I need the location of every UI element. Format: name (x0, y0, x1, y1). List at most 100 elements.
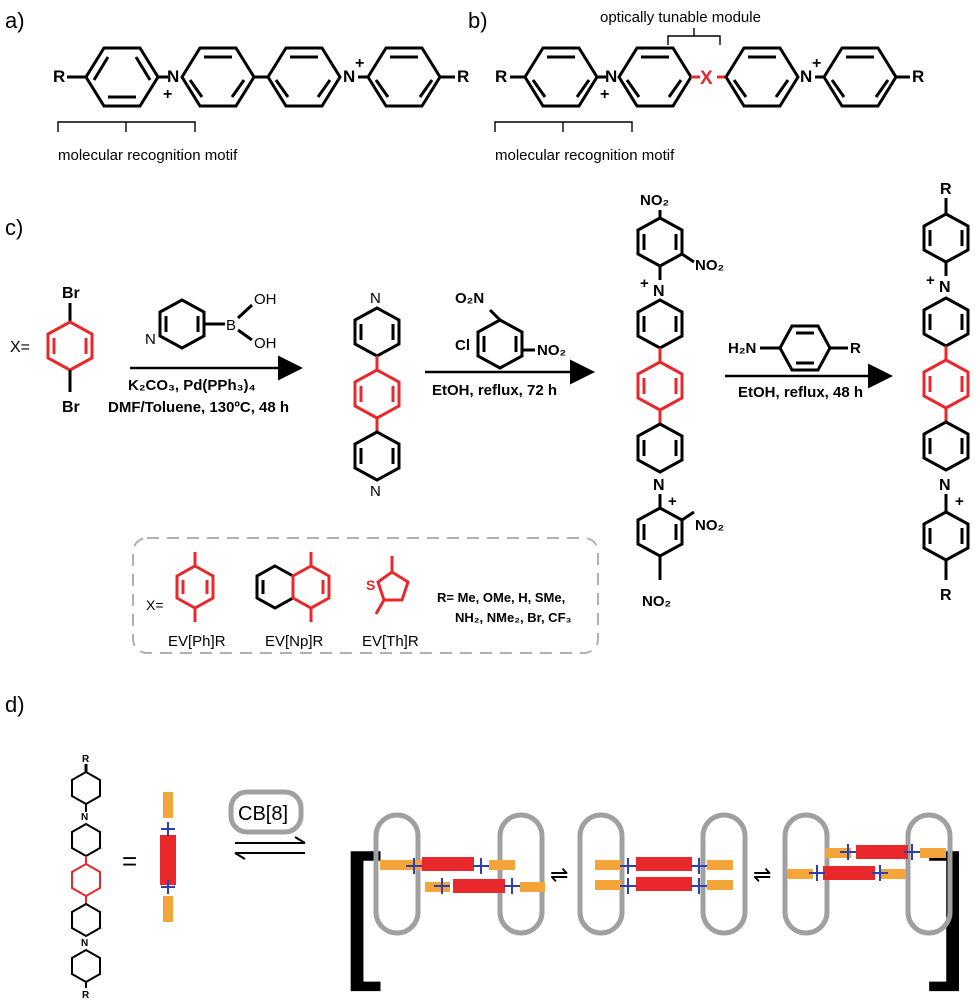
mini-phenyl (71, 948, 101, 984)
eq-arrow-2: ⇌ (753, 862, 771, 887)
cb8-label: CB[8] (238, 803, 288, 825)
mini-n-bottom: N (81, 938, 88, 949)
n-right: N (343, 67, 355, 86)
panel-b: b) optically tunable module R N + X N + … (468, 8, 924, 164)
pyridinium-ring (636, 422, 684, 474)
motif-bracket (57, 121, 196, 132)
name-th: EV[Th]R (362, 633, 419, 650)
plus-top: + (640, 275, 649, 292)
panel-a: a) R N + N + R molecular recognition mot… (5, 8, 469, 164)
product-r-bottom: R (940, 587, 952, 604)
r-right: R (912, 67, 924, 86)
plus-bottom: + (668, 493, 677, 510)
r-left: R (495, 67, 507, 86)
mini-n-top: N (81, 812, 88, 823)
tunable-bracket (667, 28, 721, 45)
linker-options-box (132, 537, 599, 654)
cb8-cavity (700, 812, 748, 936)
br-top: Br (62, 285, 80, 302)
cb8-cavity (905, 812, 953, 936)
complex-1 (373, 812, 545, 936)
box-x-equals: X= (146, 597, 164, 613)
panel-b-label: b) (468, 8, 488, 33)
motif-caption: molecular recognition motif (58, 147, 238, 164)
cb8-cavity (577, 812, 625, 936)
plus-charge (161, 822, 175, 836)
no2-bottom: NO₂ (642, 593, 671, 610)
plus-left: + (600, 86, 609, 103)
product-plus-bottom: + (955, 493, 964, 510)
reagent-n: N (145, 331, 156, 348)
orange-end (163, 896, 173, 922)
oh-2: OH (254, 335, 277, 352)
mini-r-top: R (82, 754, 90, 765)
plus-charge (161, 880, 175, 894)
r-options-1: R= Me, OMe, H, SMe, (437, 590, 565, 605)
br-bottom: Br (62, 399, 80, 416)
panel-c-label: c) (5, 215, 23, 240)
mini-pyridinium (71, 822, 101, 858)
product-r-top: R (940, 181, 952, 198)
aniline-r: R (850, 340, 861, 357)
r-left: R (53, 67, 65, 86)
cl: Cl (455, 337, 470, 354)
cb8-cavity (497, 812, 545, 936)
pyridine-ring (353, 430, 401, 482)
product-n-bottom: N (939, 477, 951, 494)
r-options-2: NH₂, NMe₂, Br, CF₃ (455, 610, 572, 625)
tunable-caption: optically tunable module (600, 9, 761, 26)
plus-left: + (163, 86, 172, 103)
step3-conditions: EtOH, reflux, 48 h (738, 384, 863, 401)
x-equals: X= (10, 339, 30, 356)
pyridine-ring (158, 298, 206, 350)
sulfur: S (366, 577, 375, 593)
step2-conditions: EtOH, reflux, 72 h (432, 382, 557, 399)
name-np: EV[Np]R (265, 633, 324, 650)
orange-end (163, 792, 173, 818)
no2-top-2: NO₂ (695, 257, 724, 274)
o2n: O₂N (455, 290, 484, 307)
motif-bracket (494, 121, 633, 132)
no2-bottom-2: NO₂ (695, 517, 724, 534)
equals-sign: = (122, 846, 137, 876)
step1-line1: K₂CO₃, Pd(PPh₃)₄ (128, 377, 256, 394)
no2: NO₂ (537, 342, 566, 359)
dinitrobenzene-ring (476, 318, 524, 370)
r-right: R (457, 67, 469, 86)
complex-2 (577, 812, 748, 936)
panel-d-label: d) (5, 692, 25, 717)
plus-right: + (355, 55, 364, 72)
mini-r-bottom: R (82, 990, 90, 1000)
n-left: N (167, 67, 179, 86)
no2-top: NO₂ (640, 192, 669, 209)
complex-3 (782, 812, 953, 936)
bipy-n-top: N (370, 290, 381, 307)
name-ph: EV[Ph]R (168, 633, 226, 650)
pyridinium-ring (922, 420, 970, 472)
step1-line2: DMF/Toluene, 130ºC, 48 h (108, 399, 289, 416)
panel-c: c) Br Br X= N B OH OH K₂CO₃, Pd(PPh₃)₄ D… (5, 181, 970, 654)
cb8-box (228, 789, 304, 835)
eq-arrow-1: ⇌ (550, 862, 568, 887)
panel-a-label: a) (5, 8, 25, 33)
th-linker: S (366, 556, 410, 615)
h2n: H₂N (728, 340, 756, 357)
np-linker (255, 552, 331, 622)
mini-phenylene (71, 862, 101, 898)
product-plus-top: + (926, 272, 935, 289)
boron: B (226, 317, 236, 334)
plus-right: + (812, 55, 821, 72)
bipy-n-bottom: N (370, 483, 381, 500)
red-core (160, 835, 176, 885)
mini-phenyl (71, 770, 101, 806)
cb8-cavity (373, 812, 421, 936)
n-right: N (800, 67, 812, 86)
mini-pyridinium (71, 902, 101, 938)
pyridinium-ring (266, 46, 342, 108)
oh-1: OH (254, 291, 277, 308)
product-n-top: N (939, 279, 951, 296)
pyridinium-ring (724, 46, 800, 108)
n-bottom: N (653, 477, 665, 494)
x-linker: X (700, 68, 713, 89)
